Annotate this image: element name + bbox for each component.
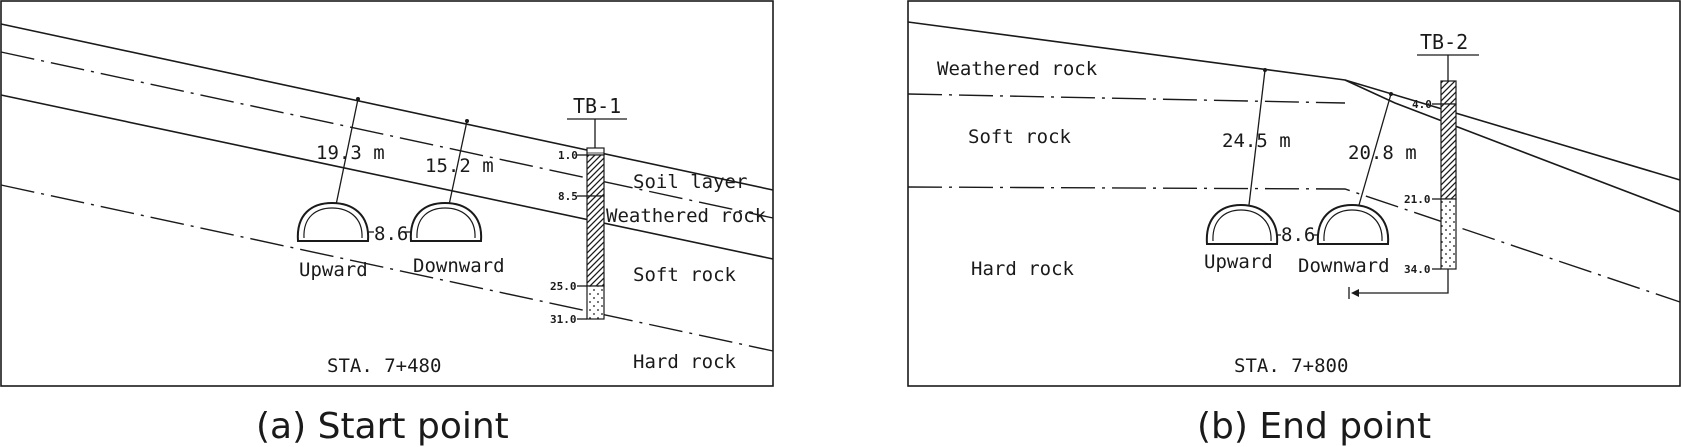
- downward-cover-tick: [1389, 92, 1393, 96]
- downward-cover-leader: [1358, 93, 1392, 206]
- layer-label-weathered: Weathered rock: [606, 205, 767, 227]
- borehole-tb1-soil: [586, 147, 605, 156]
- tunnel-spacing-label: 8.6: [374, 223, 408, 245]
- downward-tunnel-label: Downward: [413, 255, 505, 277]
- borehole-tb1: TB-1 1.0 8.5 25.0 31.0: [550, 94, 627, 326]
- borehole-tb2-hard: [1440, 198, 1457, 270]
- caption-b: (b) End point: [1197, 406, 1431, 447]
- upward-cover-label: 19.3 m: [316, 142, 385, 164]
- layer-label-soft: Soft rock: [633, 264, 737, 286]
- upward-tunnel: [296, 201, 370, 242]
- upward-tunnel: [1205, 203, 1279, 245]
- soil-weathered-boundary-line: [0, 51, 774, 219]
- soft-hard-boundary-line: [907, 186, 1681, 303]
- borehole-tb1-weathered: [586, 154, 605, 197]
- layer-label-hard: Hard rock: [633, 351, 737, 373]
- layer-label-soft: Soft rock: [968, 126, 1072, 148]
- downward-tunnel-label: Downward: [1298, 255, 1390, 277]
- upward-cover-tick: [1263, 68, 1267, 72]
- ground-surface-line: [0, 23, 774, 191]
- weathered-soft-boundary-line: [0, 94, 774, 260]
- layer-label-soil: Soil layer: [633, 171, 747, 193]
- downward-cover-label: 15.2 m: [425, 155, 494, 177]
- borehole-tb1-title: TB-1: [573, 94, 621, 118]
- borehole-tb2-title: TB-2: [1420, 30, 1468, 54]
- panel-a: 19.3 m 15.2 m 8.6 Upward Downward Soil l…: [0, 0, 774, 447]
- upward-tunnel-label: Upward: [299, 259, 368, 281]
- panel-b-frame: [907, 0, 1681, 387]
- downward-cover-label: 20.8 m: [1348, 142, 1417, 164]
- borehole-tb2-weathered: [1440, 80, 1457, 105]
- tunnel-spacing-label: 8.6: [1281, 224, 1315, 246]
- caption-a: (a) Start point: [256, 406, 509, 447]
- downward-tunnel: [409, 201, 483, 242]
- upward-cover-leader: [335, 98, 359, 206]
- borehole-arrow-line: [1355, 269, 1449, 294]
- borehole-tb2: TB-2 4.0 21.0 34.0: [1348, 30, 1479, 299]
- tb2-depth-label: 4.0: [1412, 98, 1432, 111]
- panel-b: 24.5 m 20.8 m 8.6 Upward Downward Weathe…: [907, 0, 1681, 447]
- upward-cover-leader: [1248, 69, 1266, 206]
- panel-a-frame: [0, 0, 774, 387]
- tb2-depth-label: 21.0: [1404, 193, 1431, 206]
- tb1-depth-label: 8.5: [558, 190, 578, 203]
- soft-hard-boundary-line: [0, 184, 774, 352]
- upward-cover-label: 24.5 m: [1222, 130, 1291, 152]
- downward-tunnel: [1316, 203, 1390, 245]
- borehole-tb1-hard: [586, 285, 605, 320]
- borehole-tb1-soft: [586, 195, 605, 287]
- upward-cover-tick: [356, 97, 360, 101]
- station-label-b: STA. 7+800: [1234, 355, 1348, 377]
- tb1-depth-label: 25.0: [550, 280, 577, 293]
- downward-cover-leader: [448, 120, 468, 206]
- weathered-soft-boundary-line: [907, 93, 1346, 104]
- tb1-depth-label: 31.0: [550, 313, 577, 326]
- layer-label-weathered: Weathered rock: [937, 58, 1098, 80]
- station-label-a: STA. 7+480: [327, 355, 441, 377]
- borehole-tb2-soft: [1440, 103, 1457, 200]
- tb1-depth-label: 1.0: [558, 149, 578, 162]
- layer-label-hard: Hard rock: [971, 258, 1075, 280]
- borehole-arrow-head: [1351, 289, 1359, 297]
- weathered-soft-boundary-line-upper: [1344, 79, 1681, 213]
- upward-tunnel-label: Upward: [1204, 251, 1273, 273]
- tb2-depth-label: 34.0: [1404, 263, 1431, 276]
- downward-cover-tick: [465, 119, 469, 123]
